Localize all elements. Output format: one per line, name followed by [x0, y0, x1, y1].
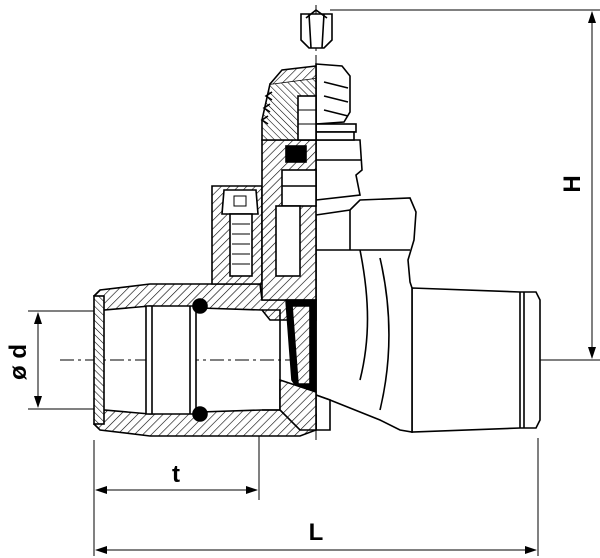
length-label: L: [309, 519, 324, 546]
valve-body-exterior: [315, 63, 541, 433]
dimension-lines: [28, 9, 600, 556]
diameter-label: ø d: [5, 344, 32, 380]
stem-top: [300, 8, 333, 49]
valve-body-section: [92, 65, 317, 437]
height-label: H: [559, 175, 586, 192]
dimension-labels: ø d t L H: [5, 175, 586, 546]
socket-depth-label: t: [172, 461, 180, 488]
